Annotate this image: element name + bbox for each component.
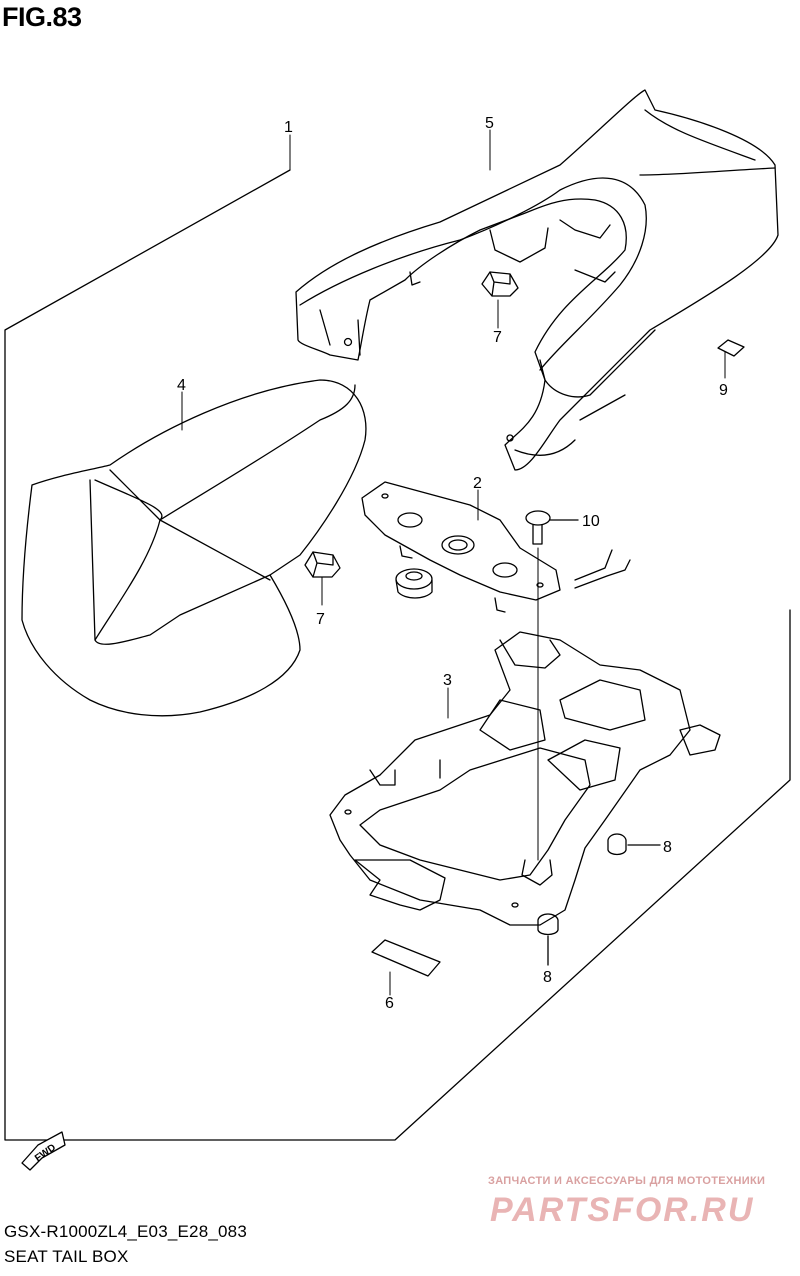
pad-6: [371, 939, 441, 977]
callout-4: 4: [177, 377, 186, 394]
callout-10: 10: [582, 513, 600, 530]
figure-title: FIG.83: [2, 2, 82, 32]
callout-2: 2: [473, 475, 482, 492]
fwd-arrow: FWD: [21, 1131, 66, 1171]
callout-3: 3: [443, 672, 452, 689]
screw-8-right: [607, 833, 661, 856]
clip-nut-lower: [304, 551, 341, 578]
leader-lines: [181, 129, 726, 996]
callout-8-right: 8: [663, 839, 672, 856]
clip-nut-upper: [481, 271, 519, 297]
tail-cover: [295, 89, 779, 471]
callout-5: 5: [485, 115, 494, 132]
tail-box-frame: [329, 631, 721, 926]
watermark-logo: PARTSFOR.RU: [490, 1191, 755, 1229]
callout-1: 1: [284, 119, 293, 136]
callout-6: 6: [385, 995, 394, 1012]
figure-name: SEAT TAIL BOX: [4, 1247, 129, 1266]
screw-10: [525, 510, 579, 545]
model-code: GSX-R1000ZL4_E03_E28_083: [4, 1222, 247, 1241]
callout-7-lower: 7: [316, 611, 325, 628]
grommet: [395, 568, 433, 599]
seat-cushion: [21, 379, 367, 717]
callout-7-upper: 7: [493, 329, 502, 346]
callout-labels: 1 2 3 4 5 6 7 7 8 8 9 10: [177, 115, 728, 1012]
callout-8-bottom: 8: [543, 969, 552, 986]
callout-9: 9: [719, 382, 728, 399]
bracket-plate: [361, 481, 631, 613]
watermark-tagline: ЗАПЧАСТИ И АКСЕССУАРЫ ДЛЯ МОТОТЕХНИКИ: [488, 1175, 766, 1187]
screw-8-bottom: [537, 913, 559, 966]
pad-9: [717, 339, 745, 357]
assembly-boundary: [4, 169, 791, 1141]
